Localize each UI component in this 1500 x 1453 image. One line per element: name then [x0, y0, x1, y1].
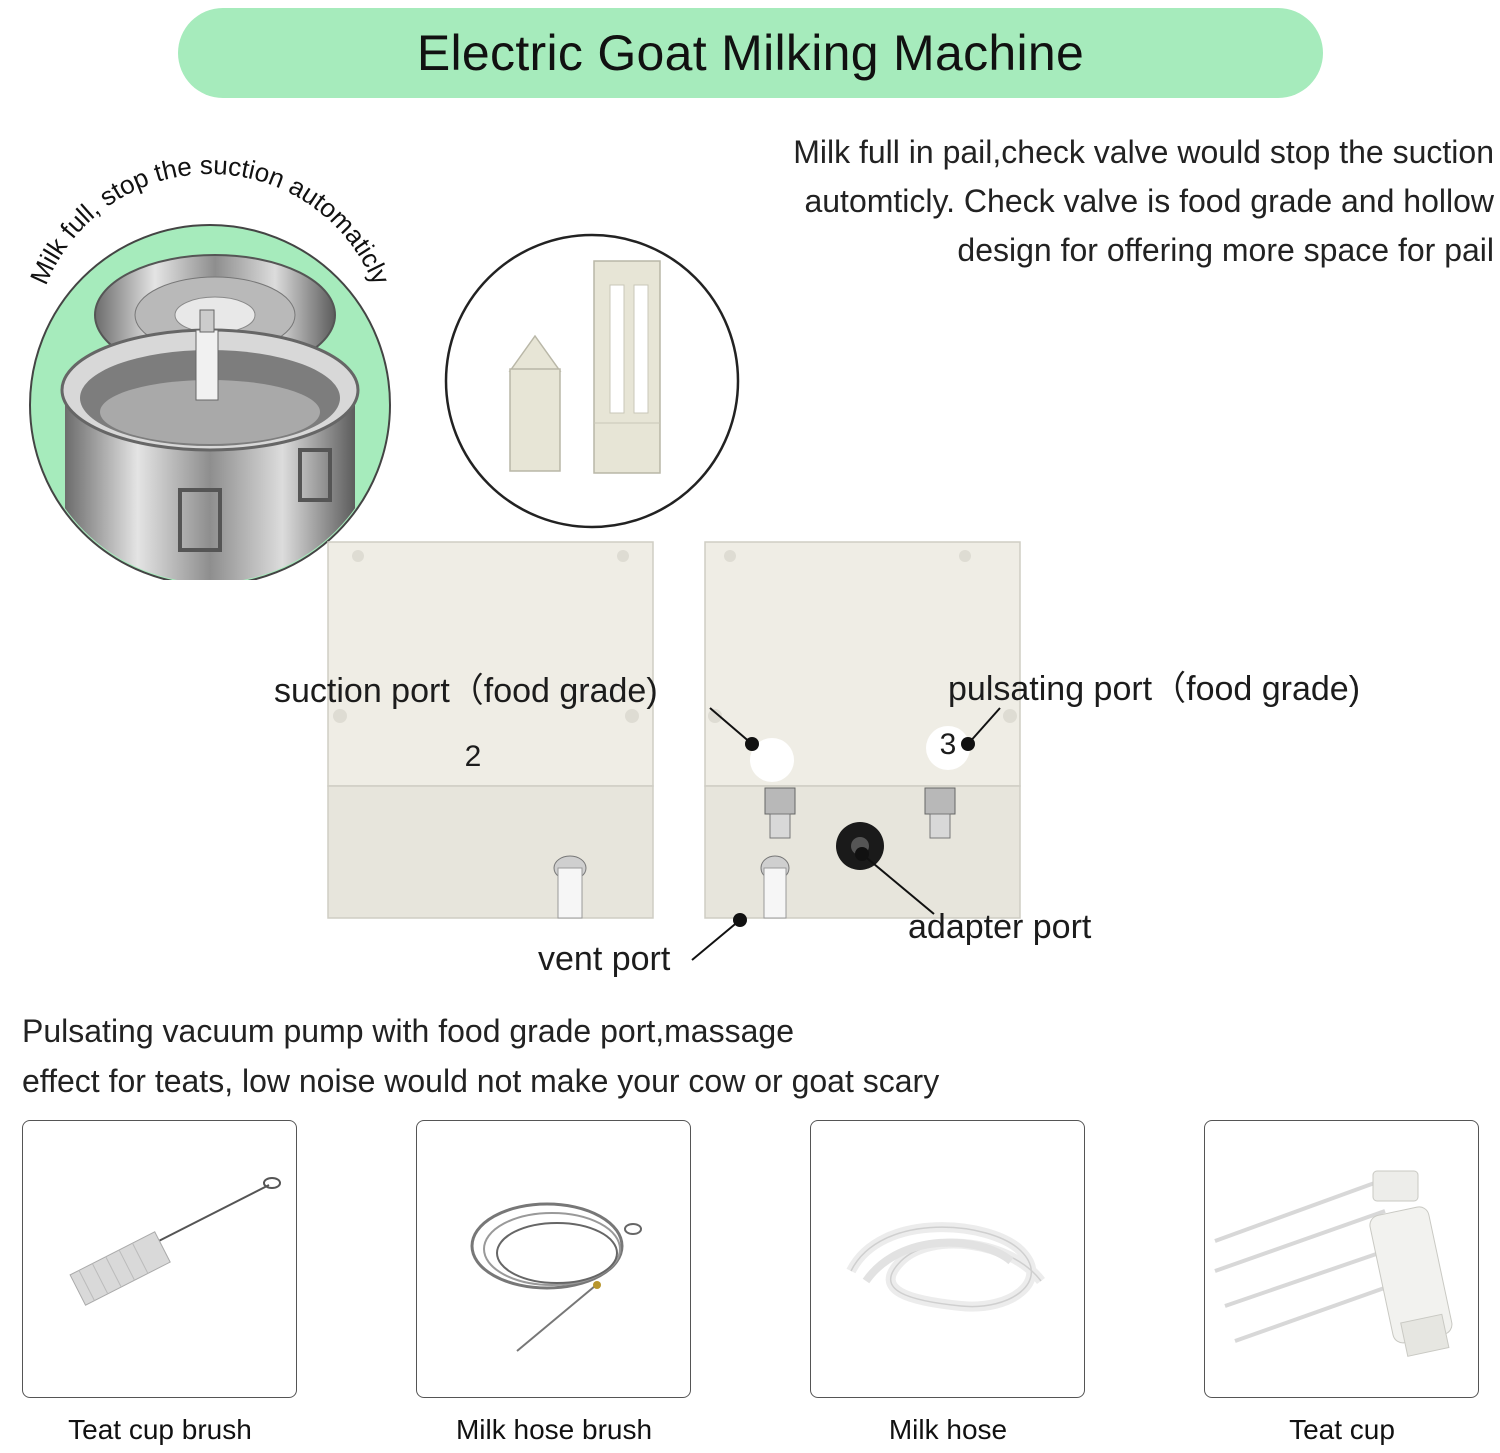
vent-port-label: vent port	[538, 940, 671, 978]
description-line: effect for teats, low noise would not ma…	[22, 1063, 940, 1099]
pail-illustration: Milk full, stop the suction automaticly	[24, 150, 396, 580]
accessory-card	[22, 1120, 297, 1398]
vent-port-left	[553, 855, 587, 919]
check-valve-illustration	[444, 233, 740, 529]
description-line: Milk full in pail,check valve would stop…	[793, 134, 1494, 170]
teat-cup-icon	[1214, 1170, 1453, 1357]
suction-port-fitting	[764, 787, 796, 839]
marker-2-circle	[750, 738, 794, 782]
pulsating-port-fitting	[924, 787, 956, 839]
check-valve-description: Milk full in pail,check valve would stop…	[674, 128, 1494, 275]
description-line: Pulsating vacuum pump with food grade po…	[22, 1013, 794, 1049]
accessory-label: Teat cup	[1289, 1414, 1395, 1445]
pump-description: Pulsating vacuum pump with food grade po…	[22, 1006, 1122, 1106]
hose-brush-icon	[470, 1202, 642, 1352]
description-line: design for offering more space for pail	[957, 232, 1494, 268]
accessory-label: Teat cup brush	[68, 1414, 252, 1445]
vent-port-right	[760, 855, 790, 919]
accessory-card	[416, 1120, 691, 1398]
page-title: Electric Goat Milking Machine	[416, 25, 1085, 81]
brush-icon	[69, 1177, 281, 1306]
hose-icon	[846, 1222, 1045, 1312]
pulsating-port-label: pulsating port（food grade)	[948, 670, 1361, 708]
marker-3-circle	[926, 726, 970, 770]
adapter-port-label: adapter port	[908, 908, 1092, 946]
accessory-label: Milk hose brush	[455, 1414, 653, 1445]
marker-2: 2	[464, 740, 482, 773]
marker-3: 3	[939, 728, 957, 761]
pump-box-left	[327, 541, 654, 787]
accessory-card	[810, 1120, 1085, 1398]
description-line: automticly. Check valve is food grade an…	[804, 183, 1494, 219]
suction-port-label: suction port（food grade)	[274, 672, 658, 710]
title-banner: Electric Goat Milking Machine	[178, 8, 1323, 98]
accessory-card	[1204, 1120, 1479, 1398]
accessory-label: Milk hose	[888, 1414, 1008, 1445]
